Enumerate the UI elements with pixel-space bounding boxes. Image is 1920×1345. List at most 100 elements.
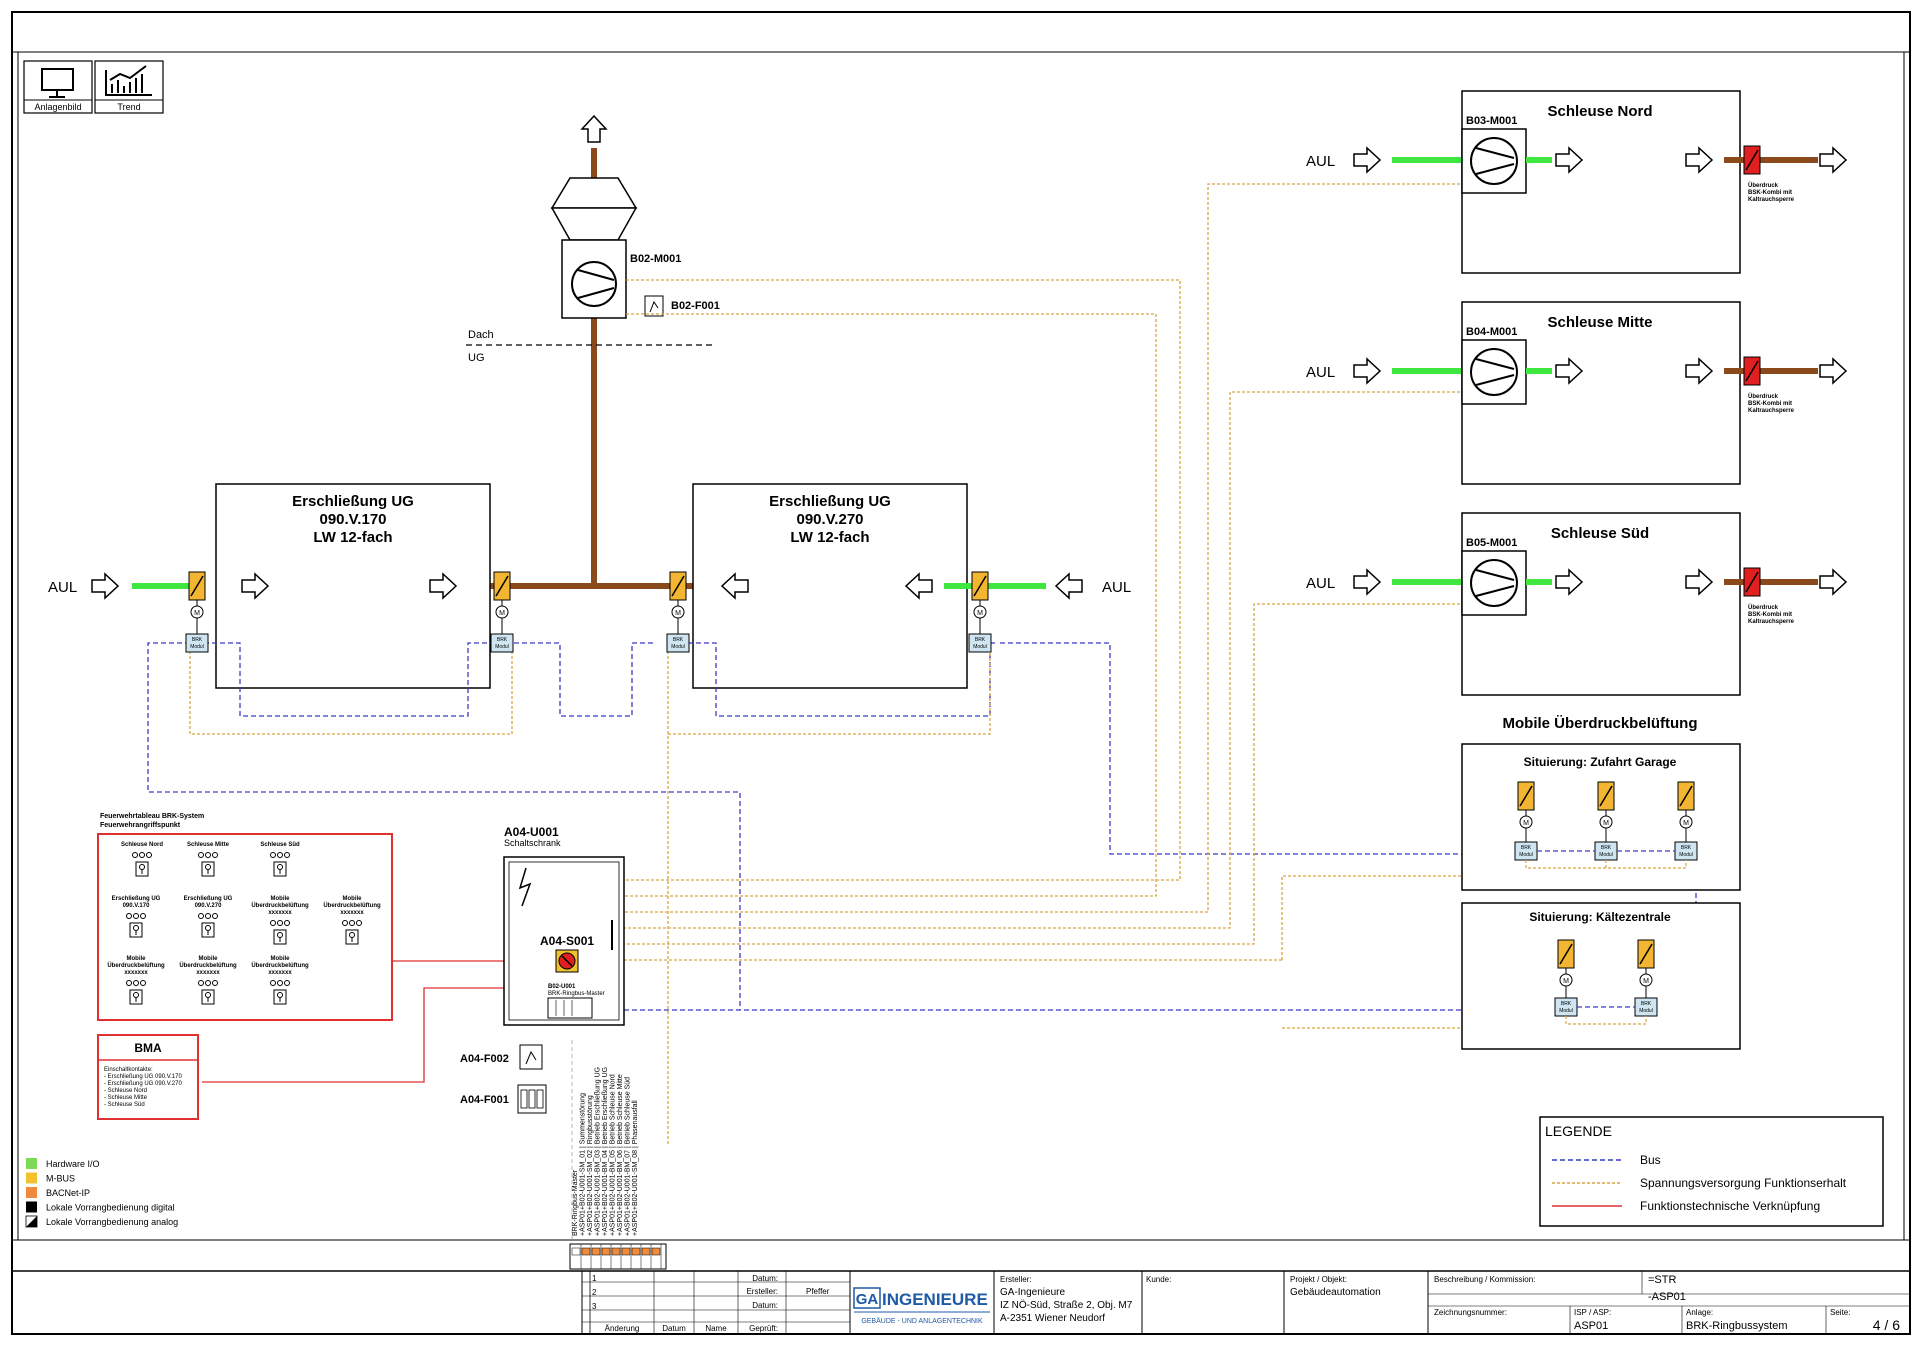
brk-module[interactable] (185, 633, 209, 653)
indicator-lamp (277, 920, 283, 926)
brk-module-label-2: Modul (1599, 852, 1613, 858)
fan-b02[interactable] (561, 239, 627, 319)
ringbus-master[interactable] (547, 997, 593, 1019)
switch-label: A04-S001 (540, 934, 594, 948)
panel-cell[interactable]: Schleuse Süd (260, 842, 300, 877)
panel-cell-label: xxxxxxx (124, 970, 148, 976)
tb-row-number: 1 (592, 1274, 597, 1283)
indicator-lamp (205, 980, 211, 986)
lock-fan[interactable] (1461, 128, 1527, 194)
panel-cell-label: Mobile (271, 956, 291, 962)
lock-title: Schleuse Süd (1551, 525, 1649, 542)
terminal (611, 1247, 621, 1256)
panel-cell-label: Schleuse Mitte (187, 842, 230, 848)
legend-item: Funktionstechnische Verknüpfung (1552, 1199, 1820, 1213)
signal-legend-item: M-BUS (26, 1172, 75, 1184)
actuator-label: M (1683, 820, 1689, 827)
indicator-lamp (270, 980, 276, 986)
panel-cell-label: Mobile (343, 896, 363, 902)
indicator-lamp (212, 980, 218, 986)
inflow-arrow (1353, 569, 1381, 595)
damper-b02[interactable] (644, 295, 664, 317)
cabinet[interactable] (503, 856, 625, 1026)
svg-text:GEBÄUDE - UND ANLAGENTECHNIK: GEBÄUDE - UND ANLAGENTECHNIK (861, 1317, 983, 1325)
panel-cell[interactable]: Schleuse Mitte (187, 842, 230, 877)
aul-label: AUL (1306, 364, 1335, 381)
actuator-label: M (1603, 820, 1609, 827)
inflow-arrow (1353, 358, 1381, 384)
lock-fan[interactable] (1461, 550, 1527, 616)
mobile-power (1525, 860, 1687, 1025)
signal-legend-item: Lokale Vorrangbedienung analog (25, 1215, 178, 1228)
outer-frame (11, 11, 1911, 1335)
brk-module[interactable] (666, 633, 690, 653)
mobile-bus (1537, 850, 1675, 1008)
overpressure-note: Überdruck (1748, 182, 1779, 189)
indicator-lamp (132, 852, 138, 858)
signal-legend-label: M-BUS (46, 1174, 75, 1184)
tb-client-label: Kunde: (1146, 1275, 1171, 1284)
outflow-arrow (1819, 147, 1847, 173)
overpressure-note: BSK-Kombi mit (1748, 190, 1792, 196)
indicator-lamp (198, 852, 204, 858)
main-switch[interactable] (555, 949, 579, 973)
brk-module-label-2: Modul (495, 644, 509, 650)
bsk-damper[interactable] (1743, 356, 1761, 386)
overpressure-note: Kaltrauchsperre (1748, 619, 1795, 625)
indicator-lamp (270, 920, 276, 926)
brk-module-label-2: Modul (190, 644, 204, 650)
lock-3: Schleuse SüdB05-M001AULÜberdruckBSK-Komb… (1306, 512, 1847, 696)
actuator-label: M (1523, 820, 1529, 827)
bsk-damper[interactable] (1743, 567, 1761, 597)
indicator-lamp (126, 980, 132, 986)
brk-module[interactable] (968, 633, 992, 653)
brk-module-label-1: BRK (1521, 845, 1532, 851)
panel-cell-label: Überdruckbelüftung (179, 962, 237, 969)
signal-legend-item: BACNet-IP (26, 1187, 90, 1198)
panel-title-2: Feuerwehrangriffspunkt (100, 822, 181, 829)
panel-cell[interactable]: Schleuse Nord (121, 842, 163, 877)
f002-device[interactable] (519, 1044, 543, 1070)
signal-legend-item: Lokale Vorrangbedienung digital (26, 1201, 175, 1213)
overpressure-note: BSK-Kombi mit (1748, 401, 1792, 407)
actuator-label: M (499, 610, 505, 617)
bsk-damper[interactable] (1743, 145, 1761, 175)
cabinet-name: Schaltschrank (504, 838, 561, 848)
indicator-lamp (284, 920, 290, 926)
bma-line: - Erschließung UG 090.V.270 (104, 1081, 182, 1087)
brk-module-label-2: Modul (1559, 1008, 1573, 1014)
unit-1-code: 090.V.170 (319, 511, 386, 528)
panel-cell-label: Schleuse Nord (121, 842, 163, 848)
aul-label: AUL (1306, 153, 1335, 170)
tb-plant-label: Anlage: (1686, 1308, 1713, 1317)
plant-image-button[interactable]: Anlagenbild (23, 60, 93, 114)
signal-label: +ASP01+B02-U001-BM_04 | Betrieb Erschlie… (602, 1067, 609, 1236)
brk-module-label-1: BRK (497, 637, 508, 643)
brk-module-label-1: BRK (975, 637, 986, 643)
lock-fan[interactable] (1461, 339, 1527, 405)
indicator-lamp (342, 920, 348, 926)
tb-creator-label: Ersteller: (1000, 1275, 1032, 1284)
brk-module[interactable] (490, 633, 514, 653)
mobile-title: Mobile Überdruckbelüftung (1503, 715, 1698, 732)
f001-device[interactable] (517, 1084, 547, 1114)
trend-button[interactable]: Trend (94, 60, 164, 114)
tb-checked-label: Geprüft: (749, 1324, 778, 1333)
legend-label: Spannungsversorgung Funktionserhalt (1640, 1176, 1847, 1190)
tb-isp-value: ASP01 (1574, 1320, 1608, 1332)
